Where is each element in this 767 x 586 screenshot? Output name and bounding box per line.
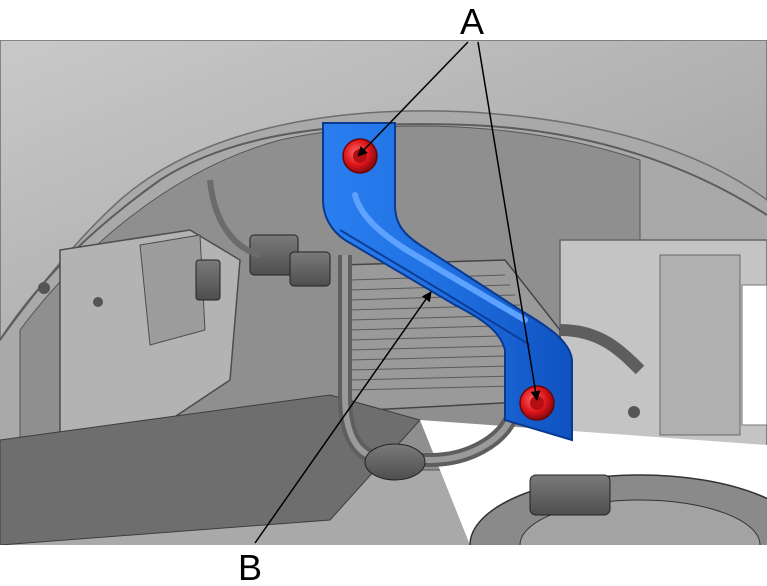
blue-support-bracket xyxy=(322,122,573,442)
callout-b-leader xyxy=(254,291,432,544)
red-bolt-lower xyxy=(519,385,555,421)
red-bolt-upper xyxy=(342,138,378,174)
callout-label-a: A xyxy=(460,1,484,42)
callout-a-leaders xyxy=(357,41,541,401)
callout-label-b: B xyxy=(238,547,262,586)
